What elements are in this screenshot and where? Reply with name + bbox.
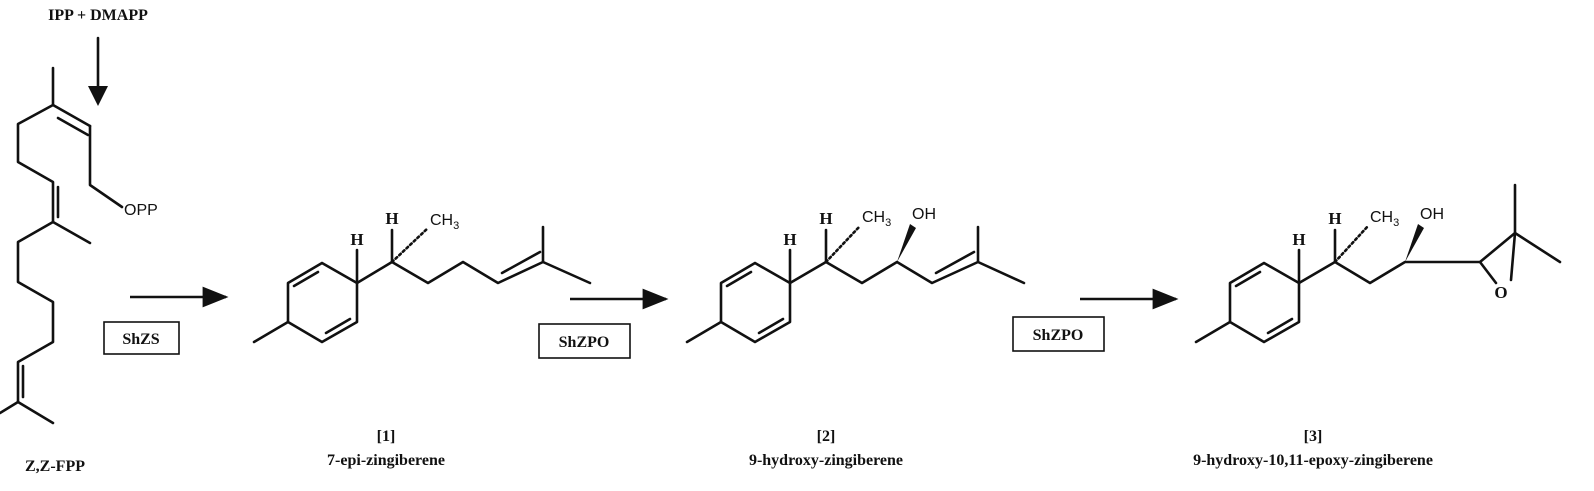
compound-2-ring-methyl — [685, 320, 723, 344]
compound-1-h1: H — [350, 230, 363, 249]
enzyme-box-3 — [1012, 316, 1105, 352]
compound-1-ring-double-b — [324, 317, 352, 335]
compound-1-ring-methyl — [252, 320, 290, 344]
compound-2-number: [2] — [817, 428, 836, 445]
fpp-double-bond-1 — [56, 116, 90, 137]
compound-2-structure: H H CH3 OH — [685, 206, 1026, 344]
compound-1-structure: H H CH3 — [252, 209, 592, 344]
compound-3-methyl-hash — [1333, 224, 1370, 264]
compound-2-h1: H — [783, 230, 796, 249]
compound-1-ring — [286, 261, 359, 344]
step-3: ShZPO — [1012, 288, 1179, 352]
enzyme-label-2: ShZPO — [559, 334, 610, 351]
compound-2-oh: OH — [912, 206, 936, 223]
compound-1-h2: H — [385, 209, 398, 228]
compound-3-ring — [1228, 261, 1301, 344]
fpp-terminal-methyl-a — [16, 400, 55, 425]
compound-3-number: [3] — [1304, 428, 1323, 445]
compound-3-side-bond — [1297, 260, 1337, 285]
compound-2-side-bond — [788, 260, 828, 285]
precursor-arrow-head — [88, 86, 108, 106]
compound-3-ch3: CH3 — [1370, 209, 1399, 229]
compound-2-ring-double-a — [725, 270, 753, 288]
compound-2-oh-wedge — [897, 224, 916, 262]
compound-3-ring-methyl — [1194, 320, 1232, 344]
compound-3-h1: H — [1292, 230, 1305, 249]
precursor-label: IPP + DMAPP — [48, 7, 148, 24]
step-2: ShZPO — [538, 288, 669, 359]
compound-2-name: 9-hydroxy-zingiberene — [749, 452, 903, 469]
compound-2-ring — [719, 261, 792, 344]
compound-2-tail-methyl — [976, 260, 1026, 285]
precursor-section: IPP + DMAPP — [48, 7, 148, 106]
compound-1-number: [1] — [377, 428, 396, 445]
fpp-opp-label: OPP — [124, 202, 158, 219]
compound-2-methyl-hash — [824, 224, 862, 264]
compound-1-ch3: CH3 — [430, 212, 459, 232]
compound-2-ring-double-b — [757, 317, 785, 335]
compound-1-methyl-hash — [390, 226, 430, 264]
compound-3-ring-double-a — [1234, 270, 1262, 288]
compound-3-oh: OH — [1420, 206, 1444, 223]
enzyme-label-3: ShZPO — [1033, 327, 1084, 344]
compound-1-name: 7-epi-zingiberene — [327, 452, 445, 469]
compound-3-epoxide-bond-a — [1478, 260, 1498, 285]
compound-3-tail-methyl — [1513, 231, 1562, 264]
compound-2-tail — [824, 225, 980, 285]
enzyme-box-2 — [538, 323, 631, 359]
compound-3-h2: H — [1328, 209, 1341, 228]
compound-1-ring-double-a — [292, 270, 320, 288]
step-1: ShZS — [103, 286, 229, 355]
fpp-bond-allyl — [88, 124, 124, 209]
fpp-structure: OPP Z,Z-FPP — [0, 66, 158, 475]
fpp-terminal-methyl-b — [0, 400, 20, 415]
compound-3-epoxide-o: O — [1494, 283, 1507, 302]
compound-3-tail — [1333, 183, 1517, 285]
fpp-chain — [16, 66, 55, 404]
compound-3-structure: H H CH3 OH O — [1194, 183, 1562, 344]
fpp-name: Z,Z-FPP — [25, 458, 85, 475]
fpp-bond-c2 — [51, 103, 92, 128]
compound-1-side-bond — [355, 260, 394, 285]
compound-2-ch3: CH3 — [862, 209, 891, 229]
compound-3-epoxide-bond-b — [1509, 231, 1517, 282]
compound-3-ring-double-b — [1266, 317, 1294, 335]
fpp-methyl-2 — [51, 220, 92, 245]
compound-1-tail-methyl — [541, 260, 592, 285]
compound-1-tail — [390, 225, 545, 285]
compound-3-oh-wedge — [1405, 224, 1424, 262]
compound-3-name: 9-hydroxy-10,11-epoxy-zingiberene — [1193, 452, 1433, 469]
compound-2-h2: H — [819, 209, 832, 228]
compound-2-tail-double — [934, 250, 976, 275]
compound-1-tail-double — [500, 250, 542, 275]
enzyme-label-1: ShZS — [122, 331, 159, 348]
enzyme-box-1 — [103, 321, 180, 355]
